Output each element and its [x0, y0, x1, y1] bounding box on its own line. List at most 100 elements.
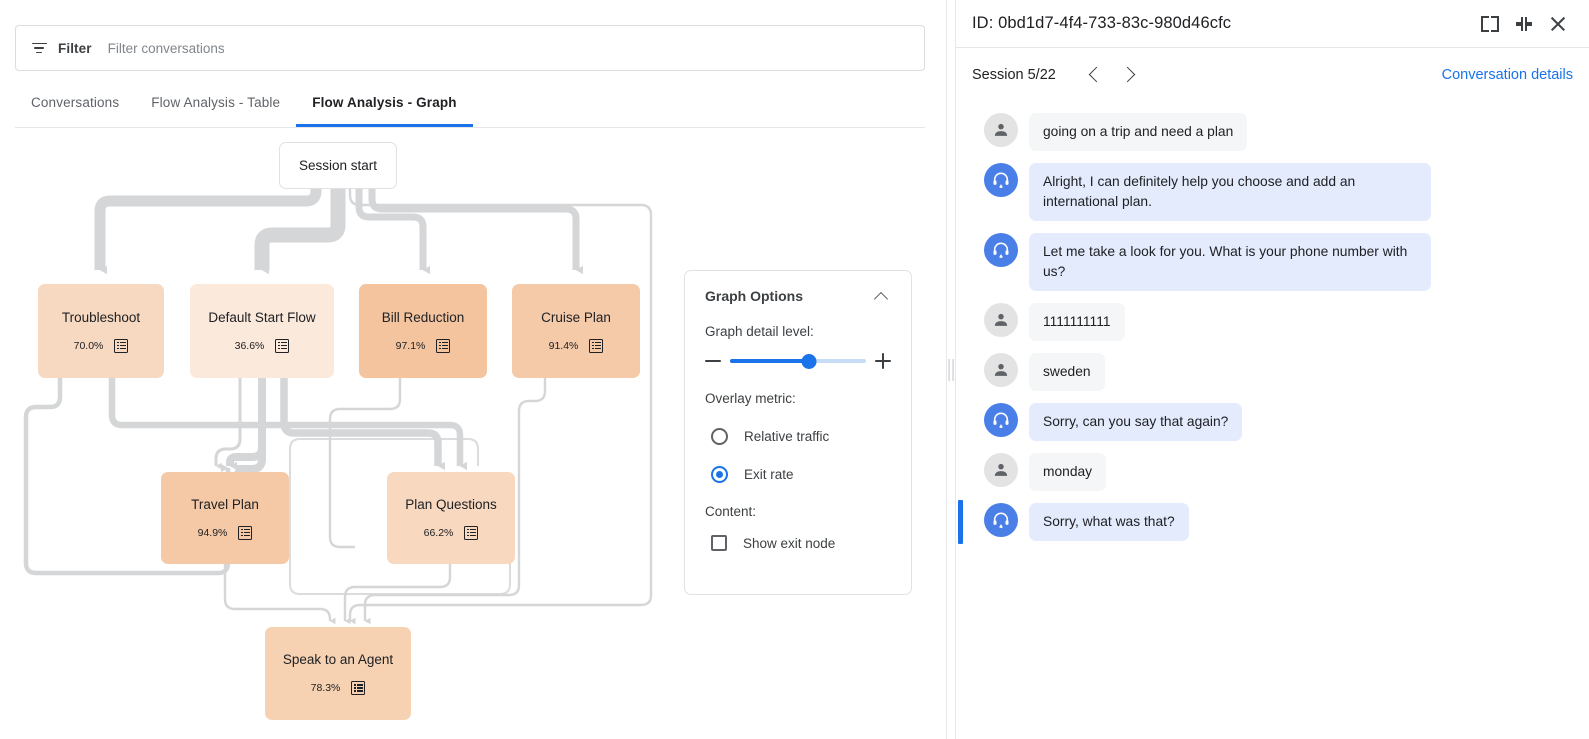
node-details-icon[interactable] [589, 338, 604, 353]
agent-headset-icon [984, 233, 1018, 267]
node-details-icon[interactable] [238, 525, 253, 540]
filter-icon [30, 39, 48, 57]
node-details-icon[interactable] [275, 338, 290, 353]
node-metric: 94.9% [197, 526, 228, 539]
user-avatar-icon [984, 303, 1018, 337]
node-label: Travel Plan [191, 496, 259, 512]
node-label: Troubleshoot [61, 309, 141, 325]
node-label: Default Start Flow [208, 309, 316, 325]
panel-splitter[interactable] [946, 0, 956, 739]
graph-detail-level-control[interactable] [705, 353, 891, 369]
message-bubble: monday [1029, 453, 1107, 491]
node-cruise-plan[interactable]: Cruise Plan 91.4% [512, 284, 640, 378]
session-counter: Session 5/22 [972, 66, 1056, 83]
session-navigation-bar: Session 5/22 Conversation details [956, 48, 1589, 101]
radio-exit-rate[interactable]: Exit rate [705, 458, 891, 490]
radio-relative-traffic[interactable]: Relative traffic [705, 420, 891, 452]
collapse-icon[interactable] [1507, 7, 1541, 41]
node-session-start-label: Session start [298, 158, 378, 173]
user-avatar-icon [984, 353, 1018, 387]
node-metric: 36.6% [234, 339, 265, 352]
conversation-id: ID: 0bd1d7-4f4-733-83c-980d46cfc [972, 14, 1232, 32]
message-row[interactable]: Sorry, what was that? [956, 497, 1589, 547]
message-bubble: Alright, I can definitely help you choos… [1029, 163, 1431, 221]
radio-icon[interactable] [711, 427, 728, 445]
plus-icon[interactable] [875, 353, 891, 369]
expand-icon[interactable] [1473, 7, 1507, 41]
checkbox-icon[interactable] [711, 535, 727, 551]
message-bubble: 1111111111 [1029, 303, 1125, 341]
slider-thumb[interactable] [801, 353, 817, 369]
node-label: Bill Reduction [381, 309, 465, 325]
filter-bar[interactable]: Filter [15, 25, 925, 71]
splitter-grip-icon [948, 358, 954, 381]
node-metric: 70.0% [73, 339, 104, 352]
node-details-icon[interactable] [436, 338, 451, 353]
message-row[interactable]: sweden [956, 347, 1589, 397]
message-bubble: going on a trip and need a plan [1029, 113, 1248, 151]
user-avatar-icon [984, 113, 1018, 147]
chevron-right-icon[interactable] [1112, 58, 1146, 92]
flow-graph-edges [23, 175, 653, 625]
close-icon[interactable] [1541, 7, 1575, 41]
node-default-start-flow[interactable]: Default Start Flow 36.6% [190, 284, 334, 378]
radio-label: Exit rate [744, 466, 794, 482]
graph-options-panel: Graph Options Graph detail level: Overla… [684, 270, 912, 595]
minus-icon[interactable] [705, 353, 721, 369]
detail-panel-header: ID: 0bd1d7-4f4-733-83c-980d46cfc [956, 0, 1589, 48]
agent-headset-icon [984, 403, 1018, 437]
filter-conversations-input[interactable] [107, 26, 910, 70]
node-bill-reduction[interactable]: Bill Reduction 97.1% [359, 284, 487, 378]
radio-label: Relative traffic [744, 428, 830, 444]
message-bubble: sweden [1029, 353, 1105, 391]
node-metric: 78.3% [310, 682, 341, 694]
message-row[interactable]: monday [956, 447, 1589, 497]
message-row[interactable]: going on a trip and need a plan [956, 107, 1589, 157]
checkbox-show-exit-node[interactable]: Show exit node [705, 527, 891, 559]
checkbox-label: Show exit node [743, 535, 836, 551]
node-session-start[interactable]: Session start [279, 142, 397, 189]
graph-options-header[interactable]: Graph Options [705, 287, 891, 305]
node-details-icon[interactable] [351, 681, 366, 695]
message-bubble: Sorry, what was that? [1029, 503, 1189, 541]
node-travel-plan[interactable]: Travel Plan 94.9% [161, 472, 289, 564]
tab-flow-analysis-graph[interactable]: Flow Analysis - Graph [296, 88, 474, 127]
node-details-icon[interactable] [464, 525, 479, 540]
node-details-icon[interactable] [114, 338, 129, 353]
message-row[interactable]: 1111111111 [956, 297, 1589, 347]
tab-flow-analysis-table[interactable]: Flow Analysis - Table [151, 95, 281, 110]
message-row[interactable]: Alright, I can definitely help you choos… [956, 157, 1589, 227]
message-row[interactable]: Sorry, can you say that again? [956, 397, 1589, 447]
tab-bar: Conversations Flow Analysis - Table Flow… [15, 88, 925, 128]
flow-graph-canvas[interactable]: Session start Troubleshoot 70.0% Default… [0, 129, 946, 739]
graph-options-title: Graph Options [705, 288, 803, 304]
conversation-details-link[interactable]: Conversation details [1441, 66, 1573, 83]
node-label: Plan Questions [405, 496, 497, 512]
node-speak-to-an-agent[interactable]: Speak to an Agent 78.3% [265, 627, 411, 720]
graph-detail-level-label: Graph detail level: [705, 324, 814, 339]
node-metric: 91.4% [548, 339, 579, 352]
content-label: Content: [705, 504, 757, 519]
agent-headset-icon [984, 163, 1018, 197]
tab-conversations[interactable]: Conversations [31, 95, 120, 110]
graph-detail-level-slider[interactable] [730, 353, 866, 369]
node-metric: 97.1% [395, 339, 426, 352]
node-troubleshoot[interactable]: Troubleshoot 70.0% [38, 284, 164, 378]
node-plan-questions[interactable]: Plan Questions 66.2% [387, 472, 515, 564]
message-bubble: Sorry, can you say that again? [1029, 403, 1243, 441]
chevron-up-icon[interactable] [873, 287, 891, 305]
slider-track-fill [730, 359, 809, 363]
radio-icon-selected[interactable] [711, 465, 728, 483]
node-label: Speak to an Agent [282, 652, 394, 667]
overlay-metric-label: Overlay metric: [705, 391, 796, 406]
chevron-left-icon[interactable] [1078, 58, 1112, 92]
message-row[interactable]: Let me take a look for you. What is your… [956, 227, 1589, 297]
conversation-detail-pane: ID: 0bd1d7-4f4-733-83c-980d46cfc Session… [956, 0, 1589, 739]
left-pane: Filter Conversations Flow Analysis - Tab… [0, 0, 946, 739]
node-label: Cruise Plan [541, 309, 611, 325]
user-avatar-icon [984, 453, 1018, 487]
message-bubble: Let me take a look for you. What is your… [1029, 233, 1431, 291]
node-metric: 66.2% [423, 526, 454, 539]
